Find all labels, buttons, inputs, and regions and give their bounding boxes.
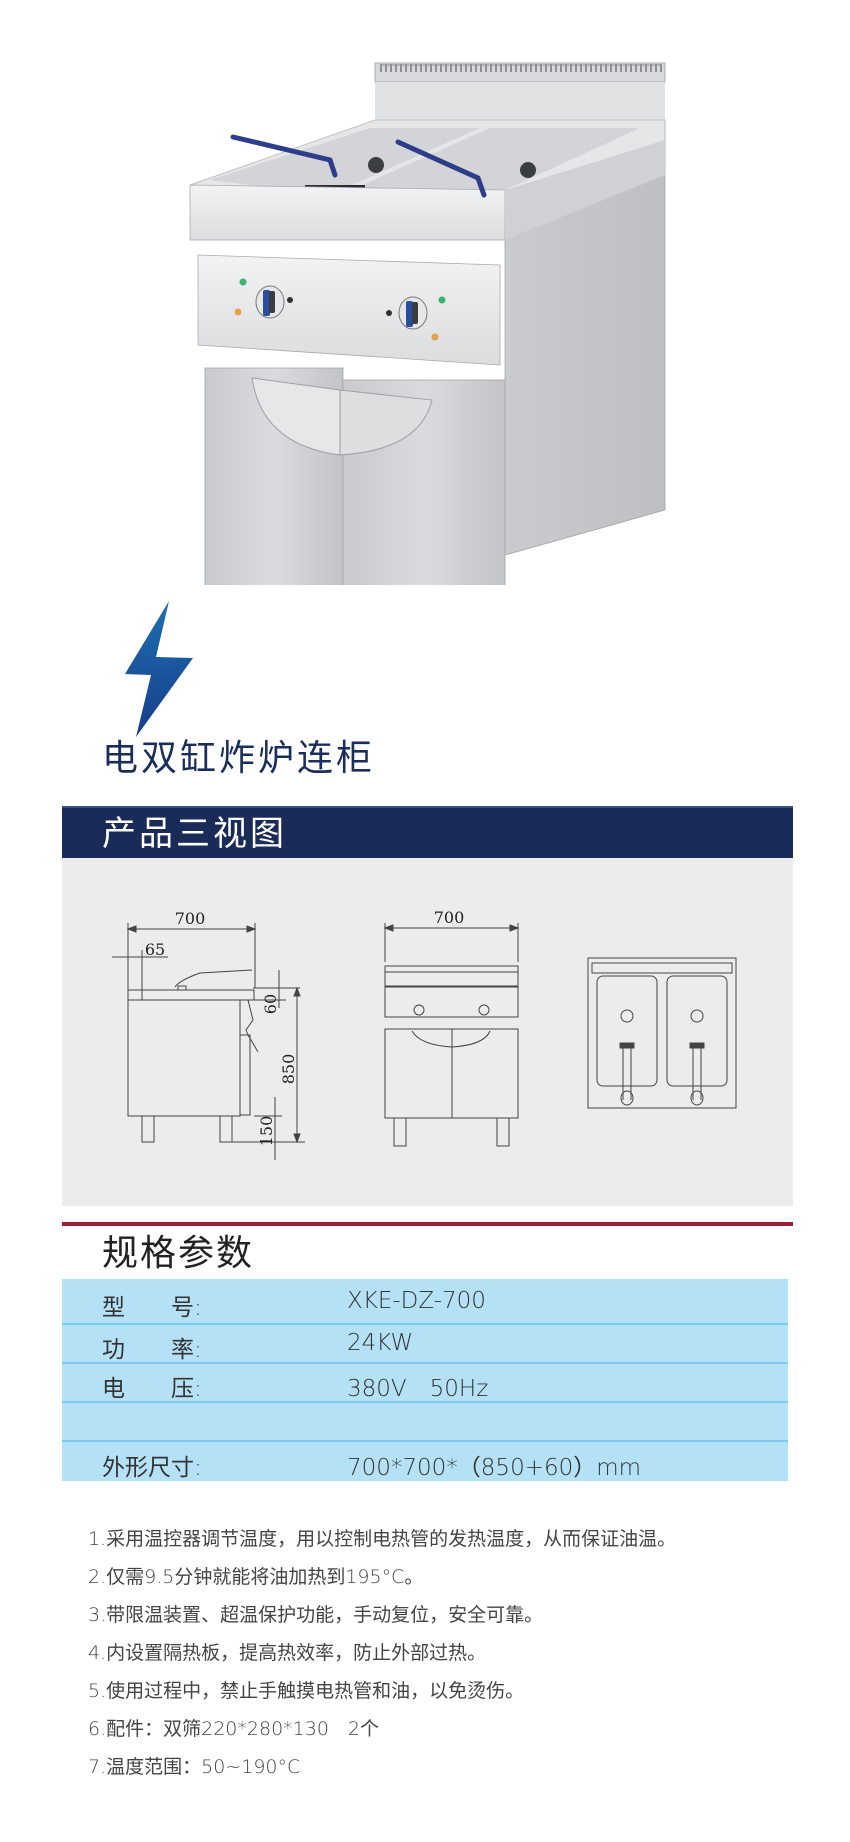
product-title: 电双缸炸炉连柜 bbox=[102, 738, 376, 779]
feature-item: 2.仅需9.5分钟就能将油加热到195°C。 bbox=[88, 1566, 424, 1588]
feature-item: 7.温度范围：50~190°C bbox=[88, 1756, 301, 1778]
feature-item: 3.带限温装置、超温保护功能，手动复位，安全可靠。 bbox=[88, 1604, 544, 1626]
lightning-bolt-icon bbox=[125, 601, 193, 737]
spec-label: 电 压: bbox=[102, 1376, 202, 1402]
spec-value: 380V 50Hz bbox=[347, 1376, 489, 1402]
spec-divider bbox=[62, 1222, 793, 1226]
spec-table: 型 号: XKE-DZ-700 功 率: 24KW 电 压: 380V 50Hz… bbox=[62, 1279, 788, 1481]
three-view-drawing: 700 65 60 850 150 700 bbox=[112, 908, 737, 1160]
spec-label: 功 率: bbox=[102, 1337, 202, 1363]
three-view-drawing-panel: 700 65 60 850 150 700 bbox=[62, 858, 793, 1206]
feature-item: 4.内设置隔热板，提高热效率，防止外部过热。 bbox=[88, 1642, 487, 1664]
spec-row-voltage: 电 压: 380V 50Hz bbox=[62, 1364, 788, 1403]
spec-row-empty bbox=[62, 1403, 788, 1442]
spec-value: 24KW bbox=[347, 1330, 414, 1356]
spec-label: 外形尺寸: bbox=[102, 1455, 202, 1481]
feature-list: 1.采用温控器调节温度，用以控制电热管的发热温度，从而保证油温。 2.仅需9.5… bbox=[88, 1520, 808, 1786]
spec-row-model: 型 号: XKE-DZ-700 bbox=[62, 1279, 788, 1325]
side-view-height-label: 850 bbox=[279, 1054, 298, 1085]
spec-label: 型 号: bbox=[102, 1295, 202, 1321]
side-view-top-label: 60 bbox=[261, 994, 280, 1014]
views-section-heading: 产品三视图 bbox=[102, 814, 287, 854]
spec-value: XKE-DZ-700 bbox=[347, 1288, 486, 1314]
feature-item: 5.使用过程中，禁止手触摸电热管和油，以免烫伤。 bbox=[88, 1680, 525, 1702]
feature-item: 1.采用温控器调节温度，用以控制电热管的发热温度，从而保证油温。 bbox=[88, 1528, 677, 1550]
spec-section-heading: 规格参数 bbox=[102, 1233, 255, 1274]
spec-row-dimensions: 外形尺寸: 700*700*（850+60）mm bbox=[62, 1442, 788, 1481]
views-section-banner: 产品三视图 bbox=[62, 806, 793, 858]
spec-row-power: 功 率: 24KW bbox=[62, 1325, 788, 1364]
side-view-width-label: 700 bbox=[175, 909, 206, 928]
side-view-offset-label: 65 bbox=[145, 940, 165, 959]
side-view-leg-label: 150 bbox=[257, 1116, 276, 1147]
feature-item: 6.配件：双筛220*280*130 2个 bbox=[88, 1718, 380, 1740]
spec-value: 700*700*（850+60）mm bbox=[347, 1455, 642, 1481]
front-view-width-label: 700 bbox=[434, 908, 465, 927]
product-photo bbox=[189, 62, 666, 585]
